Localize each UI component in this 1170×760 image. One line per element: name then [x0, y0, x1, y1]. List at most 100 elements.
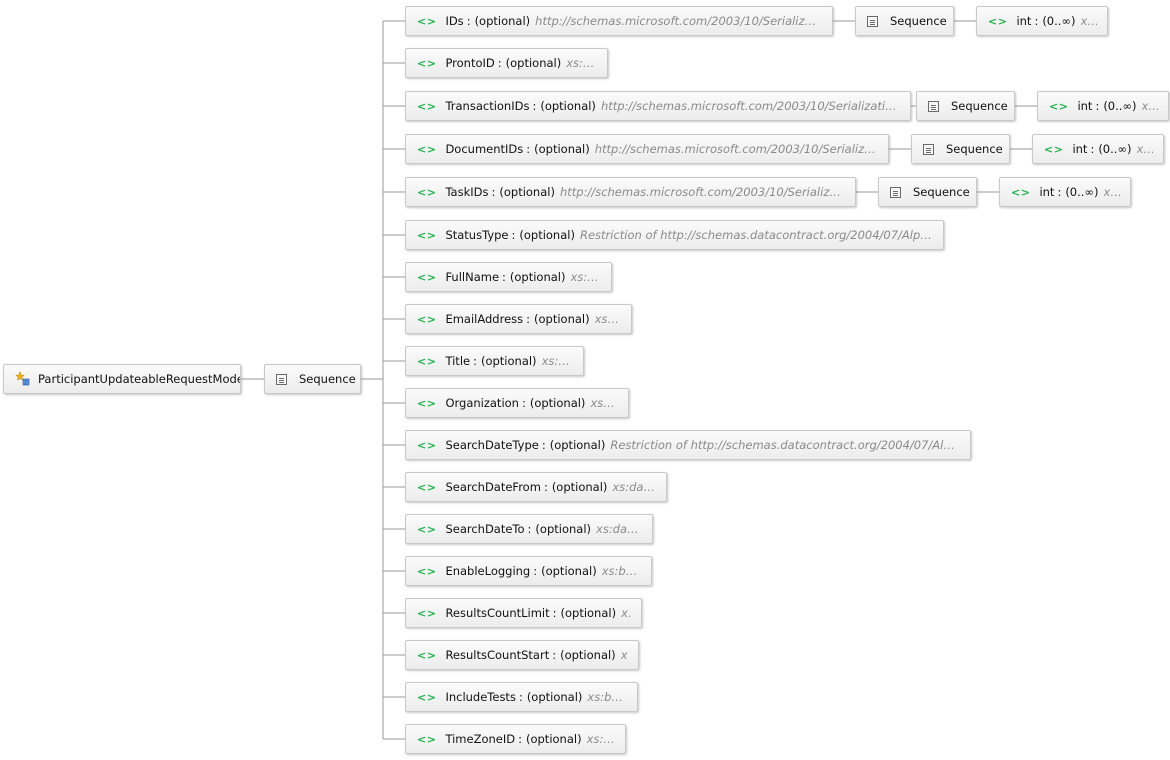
separator: :	[521, 396, 526, 410]
element-type: xs:string	[590, 396, 618, 410]
sequence-node[interactable]: Sequence	[911, 134, 1010, 164]
sequence-node[interactable]: Sequence	[916, 91, 1015, 121]
element-occurrence: (optional)	[549, 438, 606, 452]
element-occurrence: (optional)	[505, 56, 562, 70]
element-node-title[interactable]: <>Title:(optional)xs:string	[405, 346, 584, 376]
element-node-int[interactable]: <>int:(0..∞)xs:int	[1037, 91, 1169, 121]
element-name: ResultsCountLimit	[445, 606, 550, 620]
element-node-transactionids[interactable]: <>TransactionIDs:(optional)http://schema…	[405, 91, 911, 121]
sequence-icon	[890, 186, 901, 198]
separator: :	[541, 438, 546, 452]
element-node-taskids[interactable]: <>TaskIDs:(optional)http://schemas.micro…	[405, 177, 856, 207]
element-icon: <>	[417, 732, 437, 746]
separator: :	[511, 228, 516, 242]
element-occurrence: (0..∞)	[1098, 142, 1132, 156]
element-icon: <>	[417, 480, 437, 494]
element-node-searchdateto[interactable]: <>SearchDateTo:(optional)xs:dateTime	[405, 514, 653, 544]
element-icon: <>	[417, 648, 437, 662]
element-icon: <>	[417, 185, 437, 199]
element-node-ids[interactable]: <> IDs:(optional) http://schemas.microsoft…	[405, 6, 833, 36]
element-node-statustype[interactable]: <>StatusType:(optional)Restriction of ht…	[405, 220, 944, 250]
element-node-searchdatetype[interactable]: <>SearchDateType:(optional)Restriction o…	[405, 430, 971, 460]
element-icon: <>	[417, 142, 437, 156]
element-name: Organization	[445, 396, 519, 410]
element-type: xs:int	[620, 648, 628, 662]
element-type: http://schemas.microsoft.com/2003/10/Ser…	[594, 142, 878, 156]
separator: :	[1034, 14, 1039, 28]
element-icon: <>	[417, 396, 437, 410]
element-type: xs:string	[594, 312, 621, 326]
element-name: FullName	[445, 270, 500, 284]
element-icon: <>	[417, 354, 437, 368]
element-node-fullname[interactable]: <> FullName:(optional) xs:string	[405, 262, 612, 292]
element-name: TaskIDs	[445, 185, 489, 199]
element-node-timezoneid[interactable]: <>TimeZoneID:(optional)xs:string	[405, 724, 626, 754]
root-sequence-node[interactable]: Sequence	[264, 364, 361, 394]
element-occurrence: (optional)	[540, 99, 596, 113]
sequence-icon	[923, 143, 934, 155]
element-node-documentids[interactable]: <>DocumentIDs:(optional)http://schemas.m…	[405, 134, 889, 164]
element-type: xs:int	[1141, 99, 1159, 113]
separator: :	[502, 270, 506, 284]
separator: :	[526, 312, 531, 326]
element-icon: <>	[417, 99, 437, 113]
sequence-icon	[276, 373, 287, 385]
element-occurrence: (optional)	[541, 564, 597, 578]
element-node-enablelogging[interactable]: <>EnableLogging:(optional)xs:boolean	[405, 556, 652, 586]
element-type: xs:dateTime	[596, 522, 642, 536]
element-node-resultscountstart[interactable]: <>ResultsCountStart:(optional)xs:int	[405, 640, 639, 670]
element-icon: <>	[417, 606, 437, 620]
element-node-organization[interactable]: <>Organization:(optional)xs:string	[405, 388, 629, 418]
element-type: http://schemas.microsoft.com/2003/10/Ser…	[535, 14, 822, 28]
element-type: xs:string	[566, 56, 597, 70]
element-occurrence: (optional)	[560, 606, 617, 620]
separator: :	[552, 606, 557, 620]
sequence-label: Sequence	[913, 185, 970, 199]
separator: :	[518, 690, 523, 704]
element-type: xs:string	[570, 270, 602, 284]
root-type-name: ParticipantUpdateableRequestModel	[38, 372, 241, 386]
element-icon: <>	[1011, 185, 1031, 199]
element-occurrence: (optional)	[499, 185, 555, 199]
element-icon: <>	[417, 14, 437, 28]
element-name: ProntoID	[445, 56, 495, 70]
element-occurrence: (optional)	[509, 270, 566, 284]
element-node-int[interactable]: <>int:(0..∞)xs:int	[999, 177, 1131, 207]
sequence-node[interactable]: Sequence	[878, 177, 977, 207]
separator: :	[527, 522, 532, 536]
sequence-node[interactable]: Sequence	[855, 6, 954, 36]
sequence-icon	[928, 100, 939, 112]
separator: :	[543, 480, 548, 494]
element-icon: <>	[417, 690, 437, 704]
sequence-label: Sequence	[299, 372, 356, 386]
element-name: int	[1039, 185, 1055, 199]
element-occurrence: (optional)	[519, 228, 575, 242]
element-icon: <>	[988, 14, 1008, 28]
element-node-includetests[interactable]: <>IncludeTests:(optional)xs:boolean	[405, 682, 638, 712]
element-occurrence: (optional)	[534, 142, 590, 156]
element-node-emailaddress[interactable]: <>EmailAddress:(optional)xs:string	[405, 304, 632, 334]
element-occurrence: (optional)	[474, 14, 531, 28]
separator: :	[466, 14, 471, 28]
element-node-int[interactable]: <>int:(0..∞)xs:int	[976, 6, 1108, 36]
element-name: IncludeTests	[445, 690, 516, 704]
element-icon: <>	[417, 270, 437, 284]
element-type: http://schemas.microsoft.com/2003/10/Ser…	[600, 99, 900, 113]
element-name: IDs	[445, 14, 464, 28]
element-node-searchdatefrom[interactable]: <>SearchDateFrom:(optional)xs:dateTime	[405, 472, 667, 502]
element-occurrence: (0..∞)	[1065, 185, 1099, 199]
element-icon: <>	[417, 56, 437, 70]
element-name: SearchDateType	[445, 438, 539, 452]
sequence-icon	[867, 15, 878, 27]
element-name: int	[1016, 14, 1032, 28]
element-node-resultscountlimit[interactable]: <>ResultsCountLimit:(optional)xs:int	[405, 598, 642, 628]
root-complex-type-node[interactable]: ParticipantUpdateableRequestModel	[3, 364, 241, 394]
element-name: DocumentIDs	[445, 142, 524, 156]
element-type: http://schemas.microsoft.com/2003/10/Ser…	[559, 185, 845, 199]
element-node-prontoid[interactable]: <>ProntoID:(optional)xs:string	[405, 48, 608, 78]
element-node-int[interactable]: <>int:(0..∞)xs:int	[1032, 134, 1164, 164]
separator: :	[518, 732, 522, 746]
element-type: xs:int	[1136, 142, 1154, 156]
